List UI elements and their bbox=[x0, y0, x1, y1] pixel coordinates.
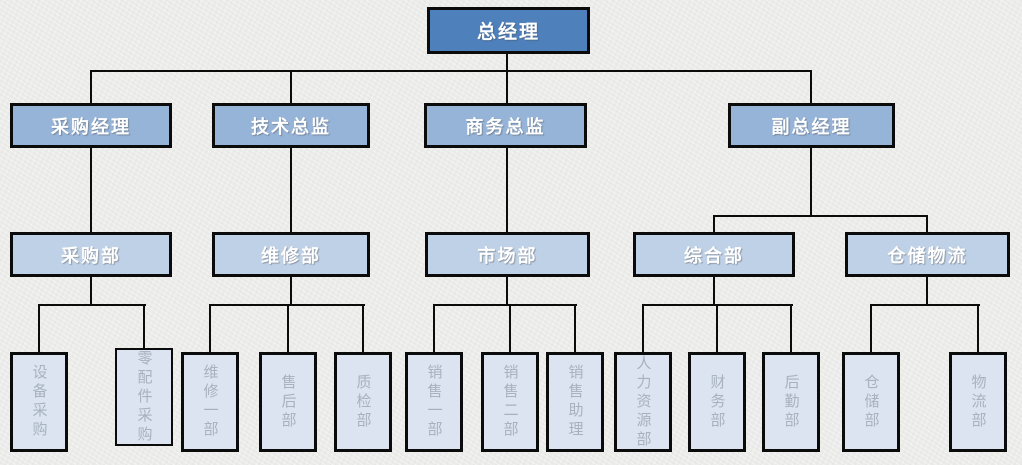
connector-line bbox=[810, 148, 812, 217]
connector-line bbox=[290, 277, 292, 306]
node-label: 总经理 bbox=[476, 22, 540, 43]
connector-line bbox=[574, 304, 576, 352]
node-hr-dept[interactable]: 人力资源部 bbox=[614, 352, 672, 452]
connector-line bbox=[509, 304, 511, 352]
connector-line bbox=[433, 304, 577, 306]
connector-line bbox=[506, 277, 508, 306]
node-general-manager[interactable]: 总经理 bbox=[427, 7, 590, 54]
node-label: 设备采购 bbox=[30, 364, 48, 440]
node-deputy-general-manager[interactable]: 副总经理 bbox=[728, 103, 895, 148]
node-finance-dept[interactable]: 财务部 bbox=[688, 352, 746, 452]
node-maintenance-section-1[interactable]: 维修一部 bbox=[181, 352, 239, 452]
node-logistics-support-dept[interactable]: 后勤部 bbox=[762, 352, 820, 452]
connector-line bbox=[810, 70, 812, 105]
node-distribution-dept[interactable]: 物流部 bbox=[949, 352, 1007, 452]
connector-line bbox=[790, 304, 792, 352]
connector-line bbox=[90, 70, 92, 105]
node-sales-dept-2[interactable]: 销售二部 bbox=[481, 352, 539, 452]
connector-line bbox=[290, 70, 292, 105]
node-label: 副总经理 bbox=[771, 116, 852, 137]
node-label: 财务部 bbox=[708, 373, 726, 431]
node-label: 后勤部 bbox=[782, 373, 800, 431]
node-label: 零配件采购 bbox=[135, 349, 153, 445]
node-marketing-dept[interactable]: 市场部 bbox=[425, 232, 590, 277]
connector-line bbox=[90, 277, 92, 306]
node-warehouse-dept[interactable]: 仓储部 bbox=[842, 352, 900, 452]
connector-line bbox=[506, 53, 508, 105]
node-label: 仓储部 bbox=[862, 373, 880, 431]
node-after-sales-dept[interactable]: 售后部 bbox=[259, 352, 317, 452]
connector-line bbox=[870, 304, 980, 306]
node-general-affairs-dept[interactable]: 综合部 bbox=[633, 232, 795, 277]
node-business-director[interactable]: 商务总监 bbox=[424, 103, 587, 148]
node-quality-inspection-dept[interactable]: 质检部 bbox=[334, 352, 392, 452]
connector-line bbox=[926, 215, 928, 234]
node-label: 商务总监 bbox=[465, 116, 546, 137]
connector-line bbox=[713, 277, 715, 306]
connector-line bbox=[90, 148, 92, 234]
node-sales-assistant[interactable]: 销售助理 bbox=[546, 352, 604, 452]
node-purchasing-dept[interactable]: 采购部 bbox=[10, 232, 172, 277]
node-technical-director[interactable]: 技术总监 bbox=[212, 103, 370, 148]
connector-line bbox=[870, 304, 872, 352]
node-label: 维修部 bbox=[261, 245, 321, 266]
connector-line bbox=[716, 304, 718, 352]
connector-line bbox=[926, 277, 928, 306]
connector-line bbox=[143, 304, 145, 349]
connector-line bbox=[713, 215, 928, 217]
connector-line bbox=[977, 304, 979, 352]
node-label: 技术总监 bbox=[251, 116, 331, 137]
node-label: 销售一部 bbox=[425, 364, 443, 440]
node-label: 销售二部 bbox=[501, 364, 519, 440]
connector-line bbox=[38, 304, 40, 352]
node-label: 售后部 bbox=[279, 373, 297, 431]
connector-line bbox=[642, 304, 644, 352]
node-label: 物流部 bbox=[969, 373, 987, 431]
node-label: 市场部 bbox=[477, 245, 538, 266]
node-equipment-procurement[interactable]: 设备采购 bbox=[10, 352, 68, 452]
connector-line bbox=[209, 304, 211, 352]
node-sales-dept-1[interactable]: 销售一部 bbox=[405, 352, 463, 452]
node-purchasing-manager[interactable]: 采购经理 bbox=[10, 103, 172, 148]
node-label: 仓储物流 bbox=[887, 245, 968, 266]
node-label: 综合部 bbox=[684, 245, 744, 266]
connector-line bbox=[90, 70, 812, 72]
node-label: 人力资源部 bbox=[634, 354, 652, 450]
connector-line bbox=[287, 304, 289, 352]
node-label: 销售助理 bbox=[566, 364, 584, 440]
node-label: 维修一部 bbox=[201, 364, 219, 440]
node-label: 采购部 bbox=[61, 245, 121, 266]
node-maintenance-dept[interactable]: 维修部 bbox=[212, 232, 370, 277]
node-label: 采购经理 bbox=[51, 116, 131, 137]
node-label: 质检部 bbox=[354, 373, 372, 431]
connector-line bbox=[290, 148, 292, 234]
connector-line bbox=[38, 304, 146, 306]
node-spare-parts-procurement[interactable]: 零配件采购 bbox=[115, 348, 173, 446]
connector-line bbox=[433, 304, 435, 352]
connector-line bbox=[713, 215, 715, 234]
node-warehouse-logistics[interactable]: 仓储物流 bbox=[845, 232, 1010, 277]
connector-line bbox=[362, 304, 364, 352]
connector-line bbox=[506, 148, 508, 234]
